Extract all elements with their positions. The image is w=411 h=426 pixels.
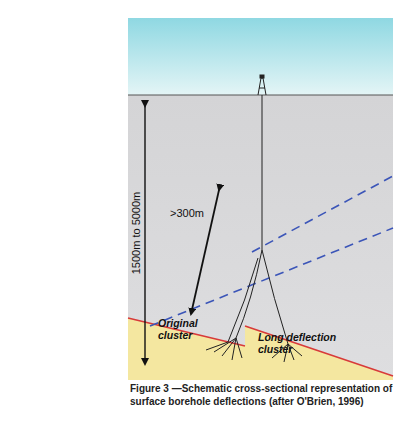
cluster-label: Original cluster — [158, 318, 206, 341]
dimension-label: >300m — [170, 207, 210, 219]
fault-dashed — [252, 176, 393, 252]
drill-rig — [258, 75, 266, 95]
depth-label: 1500m to 5000m — [130, 192, 142, 275]
sky — [128, 18, 393, 95]
ground — [128, 95, 393, 380]
cluster-label: Long deflection cluster — [258, 332, 348, 355]
reef-line — [245, 326, 393, 376]
depth-arrow — [144, 106, 145, 364]
ore-body — [128, 318, 393, 380]
borehole-deflections — [206, 95, 302, 362]
figure-caption: Figure 3 —Schematic cross-sectional repr… — [130, 383, 402, 408]
fault-dashed — [150, 228, 393, 326]
surface-line — [128, 95, 393, 96]
